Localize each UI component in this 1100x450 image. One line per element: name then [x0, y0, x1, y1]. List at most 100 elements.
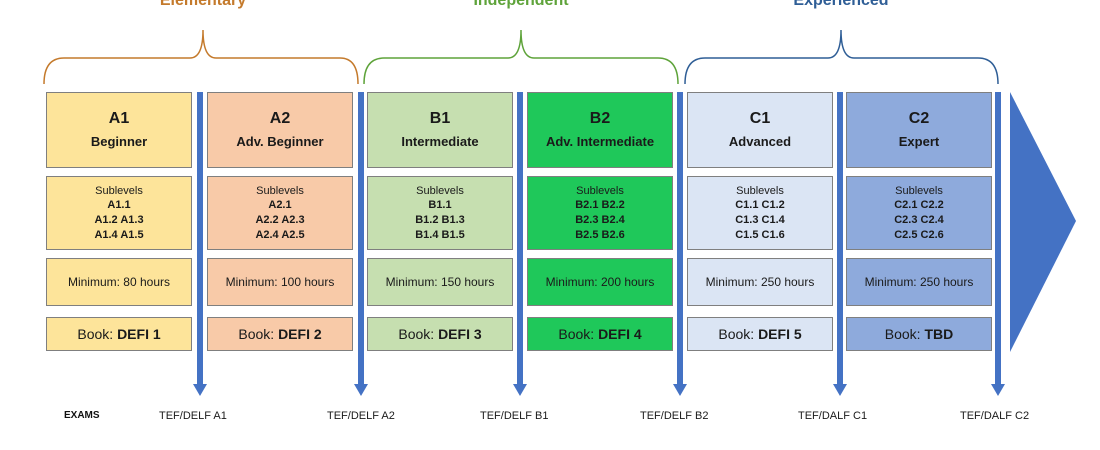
- book-box: Book: TBD: [846, 317, 992, 351]
- sublevel-row: C2.3 C2.4: [894, 213, 944, 226]
- group-label-independent: Independent: [473, 0, 569, 9]
- book-name: DEFI 5: [758, 326, 802, 342]
- level-name: Beginner: [90, 134, 148, 149]
- sublevels-heading: Sublevels: [895, 184, 943, 197]
- separator-arrow-shaft: [517, 92, 523, 386]
- book-name: DEFI 2: [278, 326, 322, 342]
- sublevel-row: A1.1: [107, 198, 131, 211]
- group-braces: [43, 29, 999, 85]
- book-label: Book: DEFI 5: [718, 325, 801, 343]
- book-box: Book: DEFI 2: [207, 317, 353, 351]
- sublevel-row: B2.3 B2.4: [575, 213, 625, 226]
- book-label: Book: DEFI 3: [398, 325, 481, 343]
- sublevel-row: A2.2 A2.3: [255, 213, 305, 226]
- separator-arrow-head: [991, 384, 1005, 396]
- sublevel-row: B1.4 B1.5: [415, 228, 465, 241]
- separator-arrow-head: [354, 384, 368, 396]
- separator-arrow-shaft: [837, 92, 843, 386]
- group-label-elementary: Elementary: [159, 0, 247, 9]
- brace-elementary: [43, 29, 359, 85]
- exam-label: TEF/DELF A1: [159, 410, 227, 422]
- separator-arrow-shaft: [197, 92, 203, 386]
- separator-arrows: [193, 92, 1005, 396]
- book-prefix: Book:: [558, 326, 595, 342]
- book-box: Book: DEFI 4: [527, 317, 673, 351]
- sublevel-row: C2.1 C2.2: [894, 198, 944, 211]
- level-code: A1: [108, 110, 130, 127]
- group-label-experienced: Experienced: [793, 0, 889, 9]
- book-label: Book: DEFI 4: [558, 325, 641, 343]
- hours-box: Minimum: 250 hours: [687, 258, 833, 306]
- hours-box: Minimum: 150 hours: [367, 258, 513, 306]
- progression-arrowhead: [1010, 92, 1076, 352]
- sublevel-row: A2.4 A2.5: [255, 228, 305, 241]
- exams-label: EXAMS: [64, 410, 100, 421]
- level-name: Adv. Beginner: [236, 134, 324, 149]
- separator-arrow-shaft: [995, 92, 1001, 386]
- level-name: Adv. Intermediate: [545, 134, 655, 149]
- sublevel-row: A1.2 A1.3: [94, 213, 144, 226]
- book-label: Book: TBD: [885, 325, 953, 343]
- hours-box: Minimum: 200 hours: [527, 258, 673, 306]
- minimum-hours: Minimum: 200 hours: [545, 275, 655, 289]
- sublevel-row: C2.5 C2.6: [894, 228, 944, 241]
- book-label: Book: DEFI 1: [77, 325, 160, 343]
- sublevels-heading: Sublevels: [95, 184, 143, 197]
- minimum-hours: Minimum: 100 hours: [225, 275, 335, 289]
- sublevels-heading: Sublevels: [736, 184, 784, 197]
- separator-arrow-shaft: [358, 92, 364, 386]
- level-code: C2: [908, 110, 930, 127]
- level-code: B2: [589, 110, 611, 127]
- sublevels-heading: Sublevels: [416, 184, 464, 197]
- level-name: Intermediate: [401, 134, 479, 149]
- separator-arrow-shaft: [677, 92, 683, 386]
- separator-arrow-head: [193, 384, 207, 396]
- exam-label: TEF/DELF B2: [640, 410, 709, 422]
- sublevels-heading: Sublevels: [256, 184, 304, 197]
- sublevels-heading: Sublevels: [576, 184, 624, 197]
- book-name: DEFI 3: [438, 326, 482, 342]
- book-box: Book: DEFI 5: [687, 317, 833, 351]
- level-name: Advanced: [728, 134, 792, 149]
- sublevel-row: C1.1 C1.2: [735, 198, 785, 211]
- minimum-hours: Minimum: 150 hours: [385, 275, 495, 289]
- separator-arrow-head: [673, 384, 687, 396]
- book-box: Book: DEFI 3: [367, 317, 513, 351]
- book-prefix: Book:: [884, 326, 921, 342]
- brace-experienced: [684, 29, 999, 85]
- sublevel-row: A2.1: [268, 198, 292, 211]
- book-prefix: Book:: [718, 326, 755, 342]
- minimum-hours: Minimum: 250 hours: [705, 275, 815, 289]
- brace-independent: [363, 29, 679, 85]
- book-prefix: Book:: [77, 326, 114, 342]
- sublevel-row: B2.5 B2.6: [575, 228, 625, 241]
- minimum-hours: Minimum: 250 hours: [864, 275, 974, 289]
- separator-arrow-head: [833, 384, 847, 396]
- level-code: C1: [749, 110, 771, 127]
- exam-label: TEF/DELF A2: [327, 410, 395, 422]
- minimum-hours: Minimum: 80 hours: [67, 275, 171, 289]
- exam-label: TEF/DALF C2: [960, 410, 1030, 422]
- hours-box: Minimum: 80 hours: [46, 258, 192, 306]
- book-prefix: Book:: [238, 326, 275, 342]
- hours-box: Minimum: 100 hours: [207, 258, 353, 306]
- book-name: DEFI 4: [598, 326, 642, 342]
- hours-box: Minimum: 250 hours: [846, 258, 992, 306]
- book-name: DEFI 1: [117, 326, 161, 342]
- sublevel-row: B1.2 B1.3: [415, 213, 465, 226]
- level-code: A2: [269, 110, 291, 127]
- separator-arrow-head: [513, 384, 527, 396]
- book-label: Book: DEFI 2: [238, 325, 321, 343]
